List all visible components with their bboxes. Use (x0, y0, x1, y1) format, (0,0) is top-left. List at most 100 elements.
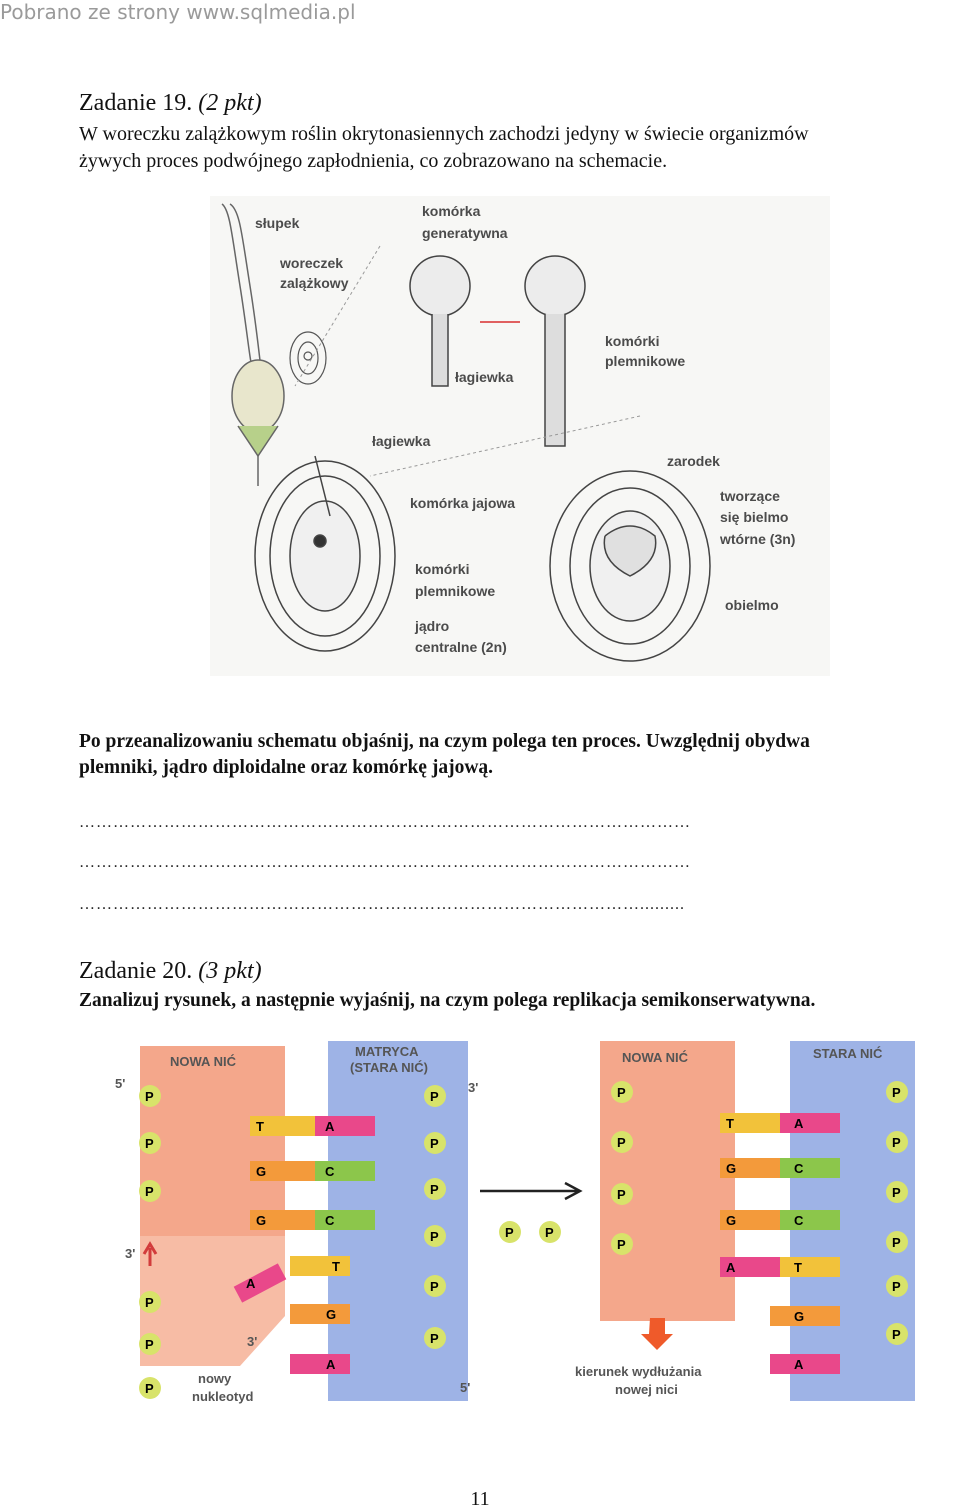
free-phosphate (499, 1221, 521, 1243)
base-C (315, 1210, 375, 1230)
base-C (780, 1210, 840, 1230)
base-T (720, 1113, 790, 1133)
label-plemniki-top-2: plemnikowe (605, 353, 685, 369)
phosphate-label: P (617, 1135, 626, 1150)
base-label: G (726, 1161, 736, 1176)
label-komorka-jajowa: komórka jajowa (410, 495, 515, 511)
label-plemniki-top-1: komórki (605, 333, 659, 349)
base-A (315, 1116, 375, 1136)
phosphate-circle (139, 1291, 161, 1313)
free-phosphate (539, 1221, 561, 1243)
label-nowy-2: nukleotyd (192, 1389, 253, 1404)
base-label: A (794, 1116, 804, 1131)
phosphate-label: P (892, 1279, 901, 1294)
base-A (290, 1354, 350, 1374)
label-jadro-1: jądro (414, 618, 449, 634)
label-tworzace-1: tworzące (720, 488, 780, 504)
right-old-p-group: P P P P P P (886, 1081, 908, 1345)
phosphate-label: P (505, 1225, 514, 1240)
phosphate-circle (424, 1132, 446, 1154)
phosphate-circle (611, 1233, 633, 1255)
answer-line-2[interactable]: ……………………………………………………………………………………………… (79, 854, 691, 871)
label-slupek: słupek (255, 215, 300, 231)
answer-line-1[interactable]: ……………………………………………………………………………………………… (79, 814, 691, 831)
label-stara-nic-right: STARA NIĆ (813, 1046, 883, 1061)
growth-arrow-icon (142, 1241, 158, 1266)
base-label: C (794, 1161, 804, 1176)
incoming-base-A (233, 1263, 287, 1303)
task19-question-line2: plemniki, jądro diploidalne oraz komórkę… (79, 757, 494, 778)
label-jadro-2: centralne (2n) (415, 639, 507, 655)
base-G (290, 1304, 350, 1324)
pollen-grain-1-drawing (409, 255, 471, 387)
embryo-sac-left-drawing (254, 455, 396, 652)
phosphate-circle (611, 1183, 633, 1205)
base-label: G (256, 1164, 266, 1179)
label-3prime-ml: 3' (125, 1246, 135, 1261)
base-label: C (325, 1213, 335, 1228)
base-label: A (246, 1276, 256, 1291)
task19-intro-line1: W woreczku zalążkowym roślin okrytonasie… (79, 123, 809, 145)
page-number: 11 (470, 1488, 490, 1510)
phosphate-circle (424, 1327, 446, 1349)
pollen-grain-2-drawing (524, 255, 586, 447)
base-A (770, 1354, 840, 1374)
label-tworzace-2: się bielmo (720, 509, 788, 525)
task20-instruction: Zanalizuj rysunek, a następnie wyjaśnij,… (79, 990, 816, 1011)
base-label: G (256, 1213, 266, 1228)
phosphate-label: P (145, 1136, 154, 1151)
label-nowa-nic-left: NOWA NIĆ (170, 1054, 237, 1069)
ovule-small-drawing (289, 331, 327, 385)
label-plemniki-bot-1: komórki (415, 561, 469, 577)
label-3prime-tr: 3' (468, 1080, 478, 1095)
phosphate-circle (886, 1181, 908, 1203)
phosphate-label: P (145, 1295, 154, 1310)
label-woreczek-2: zalążkowy (280, 275, 349, 291)
new-strand-extension-left (140, 1236, 285, 1366)
label-tworzace-3: wtórne (3n) (719, 531, 795, 547)
label-nowa-nic-right: NOWA NIĆ (622, 1050, 689, 1065)
base-A (720, 1257, 790, 1277)
label-lagiewka-mid: łagiewka (372, 433, 431, 449)
phosphate-label: P (145, 1337, 154, 1352)
phosphate-circle (886, 1131, 908, 1153)
label-5prime-tl: 5' (115, 1076, 125, 1091)
base-T (290, 1256, 350, 1276)
task19-intro-line2: żywych proces podwójnego zapłodnienia, c… (79, 150, 668, 172)
phosphate-circle (139, 1333, 161, 1355)
watermark: Pobrano ze strony www.sqlmedia.pl (0, 0, 356, 24)
phosphate-label: P (145, 1184, 154, 1199)
base-C (780, 1158, 840, 1178)
phosphate-label: P (892, 1085, 901, 1100)
base-G (250, 1161, 330, 1181)
task19-title: Zadanie 19. (79, 90, 193, 116)
left-template-p-group: P P P P P P (424, 1085, 446, 1349)
base-G (720, 1210, 790, 1230)
task20-heading: Zadanie 20. (3 pkt) (79, 958, 262, 985)
phosphate-label: P (617, 1187, 626, 1202)
label-komorka-gen-1: komórka (422, 203, 481, 219)
answer-line-3[interactable]: ……………………………………………………………………………………….......… (79, 896, 685, 913)
phosphate-circle (886, 1323, 908, 1345)
phosphate-label: P (892, 1185, 901, 1200)
right-arrow-icon (480, 1181, 583, 1201)
base-label: T (794, 1260, 802, 1275)
base-G (250, 1210, 330, 1230)
task20-title: Zadanie 20. (79, 958, 193, 984)
task19-question-line1: Po przeanalizowaniu schematu objaśnij, n… (79, 731, 810, 752)
base-label: G (726, 1213, 736, 1228)
phosphate-circle (886, 1231, 908, 1253)
label-plemniki-bot-2: plemnikowe (415, 583, 495, 599)
task19-points: (2 pkt) (198, 90, 262, 116)
phosphate-label: P (892, 1235, 901, 1250)
right-new-p-group: P P P P (611, 1081, 633, 1255)
label-woreczek-1: woreczek (279, 255, 343, 271)
phosphate-label: P (430, 1089, 439, 1104)
phosphate-label: P (892, 1327, 901, 1342)
base-label: A (326, 1357, 336, 1372)
phosphate-label: P (430, 1279, 439, 1294)
base-label: A (726, 1260, 736, 1275)
label-komorka-gen-2: generatywna (422, 225, 508, 241)
task19-heading: Zadanie 19. (2 pkt) (79, 90, 262, 117)
phosphate-circle (424, 1085, 446, 1107)
